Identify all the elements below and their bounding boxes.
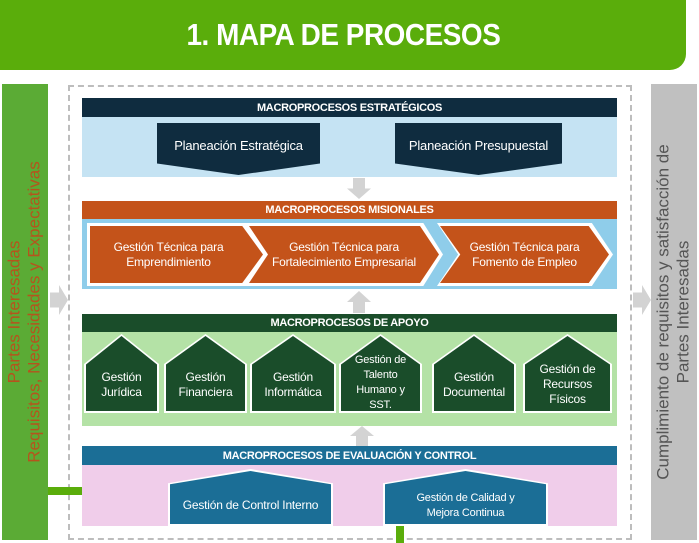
left-bar-line2: Requisitos, Necesidades y Expectativas	[25, 161, 44, 463]
up-arrow-icon	[347, 291, 371, 313]
process-frame	[68, 85, 632, 540]
process-emprendimiento[interactable]: Gestión Técnica para Emprendimiento	[90, 226, 263, 283]
process-control-interno[interactable]: Gestión de Control Interno	[168, 469, 333, 526]
process-planeacion-presupuestal[interactable]: Planeación Presupuestal	[395, 123, 562, 175]
connector-line	[396, 525, 404, 543]
output-satisfaction-bar: Cumplimiento de requisitos y satisfacció…	[651, 84, 697, 540]
process-fortalecimiento[interactable]: Gestión Técnica para Fortalecimiento Emp…	[249, 226, 439, 283]
process-calidad-mejora[interactable]: Gestión de Calidad y Mejora Continua	[383, 469, 548, 526]
right-bar-line1: Cumplimiento de requisitos y satisfacció…	[654, 144, 673, 480]
process-label: Gestión de Calidad y Mejora Continua	[385, 471, 546, 524]
right-bar-line2: Partes Interesadas	[674, 240, 693, 384]
page-title: 1. MAPA DE PROCESOS	[186, 17, 500, 52]
left-bar-line1: Partes Interesadas	[5, 240, 24, 384]
title-banner: 1. MAPA DE PROCESOS	[0, 0, 686, 70]
misionales-header: MACROPROCESOS MISIONALES	[82, 201, 617, 219]
process-planeacion-estrategica[interactable]: Planeación Estratégica	[157, 123, 320, 175]
connector-line	[48, 487, 82, 495]
input-arrow-icon	[50, 285, 68, 315]
process-label: Gestión de Control Interno	[170, 471, 331, 524]
apoyo-header: MACROPROCESOS DE APOYO	[82, 314, 617, 332]
evaluacion-header: MACROPROCESOS DE EVALUACIÓN Y CONTROL	[82, 446, 617, 465]
output-arrow-icon	[633, 285, 651, 315]
down-arrow-icon	[347, 178, 371, 199]
up-arrow-icon	[350, 426, 374, 446]
estrategicos-header: MACROPROCESOS ESTRATÉGICOS	[82, 98, 617, 117]
process-fomento-empleo[interactable]: Gestión Técnica para Fomento de Empleo	[440, 226, 609, 283]
